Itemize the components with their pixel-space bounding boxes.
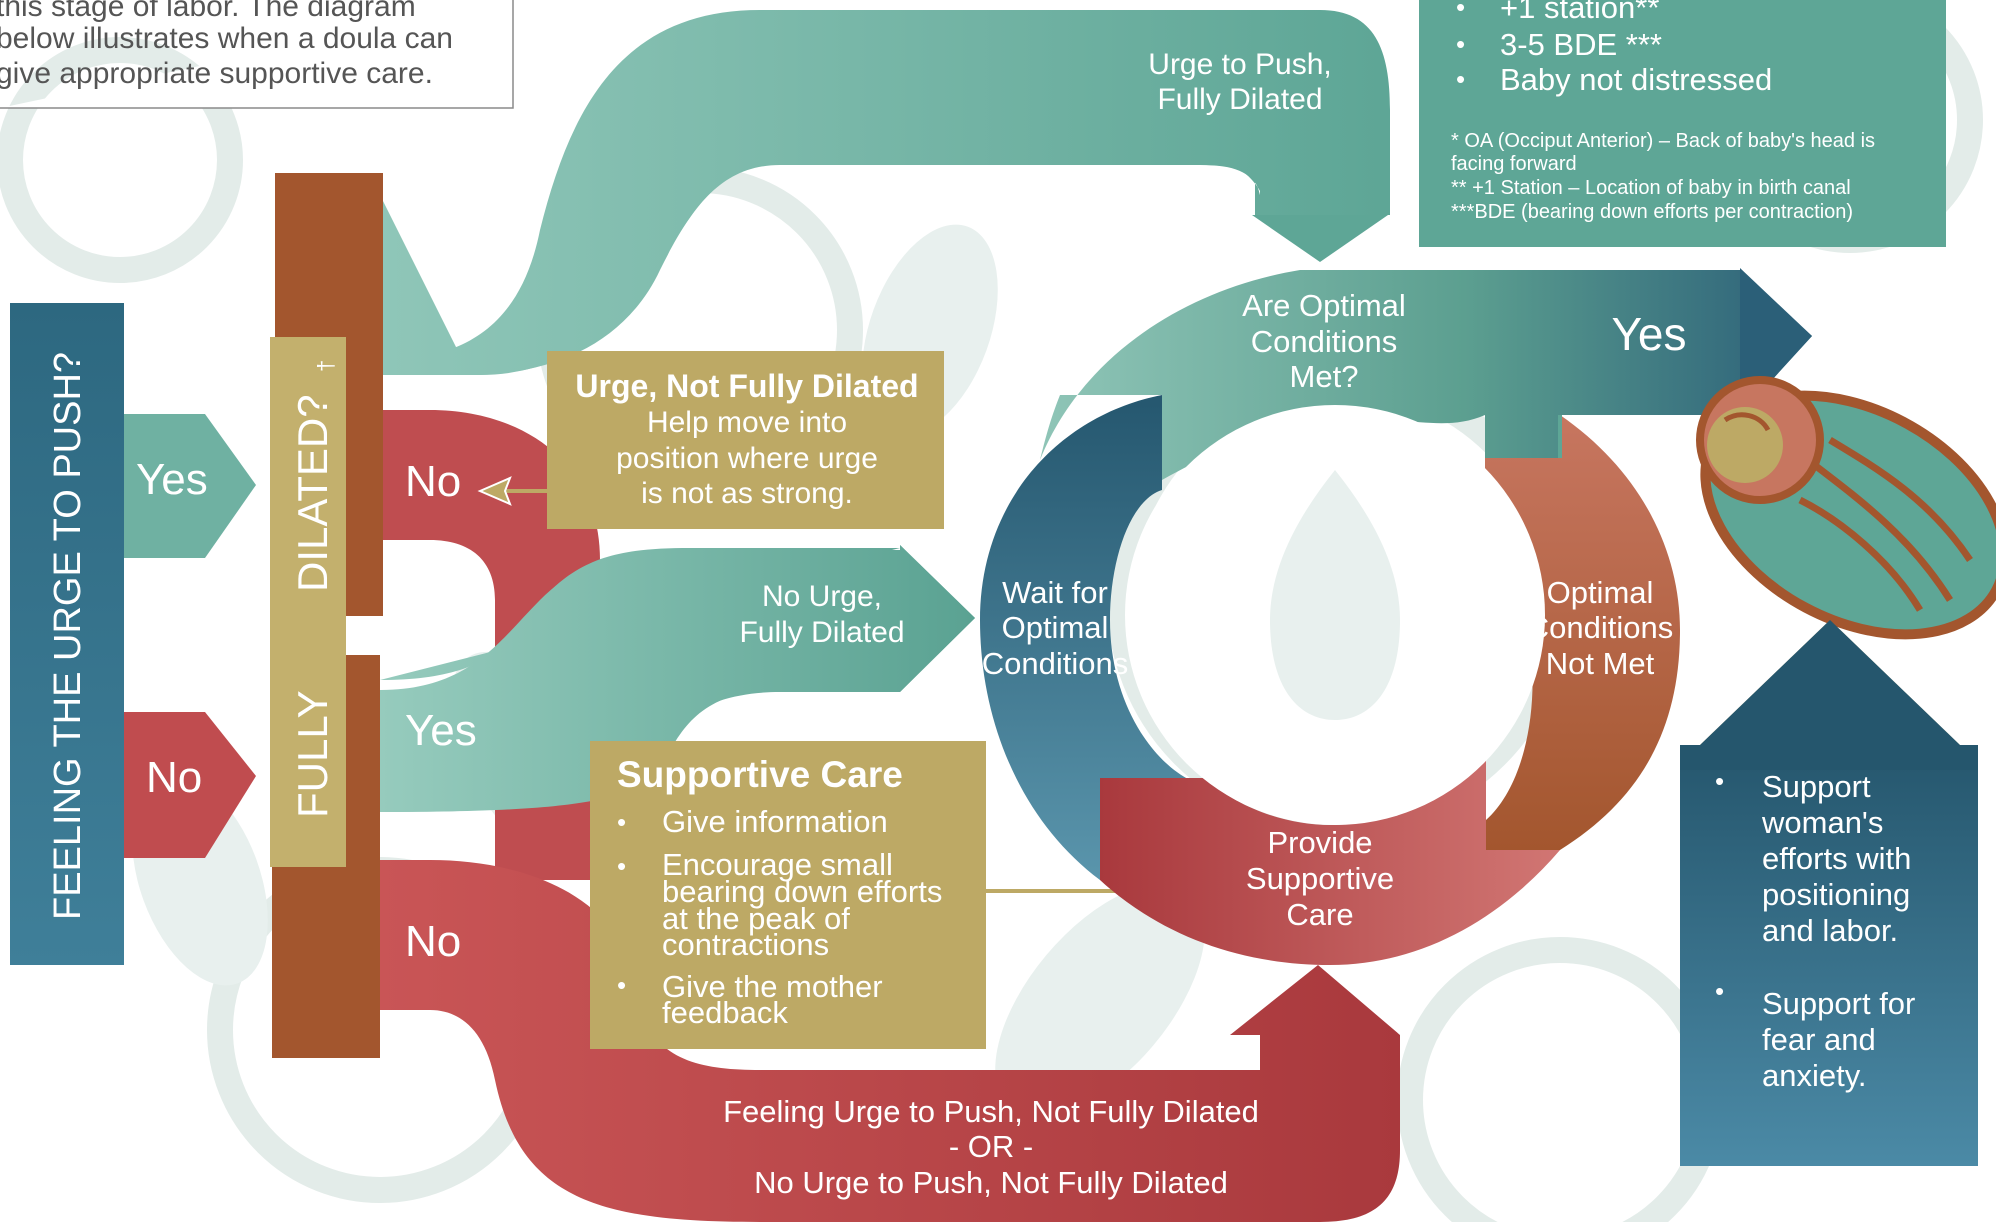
intro-line-3: give appropriate supportive care. [0,57,433,90]
conditions-note-1-line-2: facing forward [1451,153,1577,175]
cycle-question-line-3: Met? [1290,359,1359,394]
urge-not-dilated-line-2: position where urge [616,442,878,475]
urge-no-label: No [146,753,202,802]
cycle-provide-line-2: Supportive [1246,861,1394,896]
branch-no-top: No [405,457,461,506]
branch-yes-bottom: Yes [405,706,477,755]
urge-not-dilated-line-1: Help move into [647,406,847,439]
support-2-line-1: Support for [1762,986,1915,1021]
baby-line-2: Almost [1833,324,1928,359]
flow-top-band [380,10,1385,375]
bottom-banner-line-2: - OR - [949,1129,1033,1164]
cycle-yes-label: Yes [1611,308,1686,360]
cycle-question-line-1: Are Optimal [1242,288,1406,323]
support-box: • Support woman's efforts with positioni… [1680,620,1978,1166]
dilated-word-dilated: DILATED? [289,394,336,592]
branch-yes-top: Yes [423,257,495,306]
urge-not-dilated-title: Urge, Not Fully Dilated [575,368,918,404]
svg-text:•: • [1456,64,1465,94]
dilated-question-bar [270,337,346,867]
flow-teal-mid-band [380,545,975,812]
cycle-ring [980,270,1812,965]
bottom-banner-line-1: Feeling Urge to Push, Not Fully Dilated [723,1094,1259,1129]
support-2-line-2: fear and [1762,1022,1876,1057]
cycle-provide-line-3: Care [1286,897,1353,932]
flow-no-bottom [380,860,1400,1222]
support-1-line-2: woman's [1761,805,1883,840]
urge-not-dilated-box: Urge, Not Fully Dilated Help move into p… [547,351,944,529]
baby-icon [1696,376,1996,640]
baby-line-3: Here! [1842,360,1918,395]
conditions-note-3: ***BDE (bearing down efforts per contrac… [1451,201,1853,223]
urge-question-bar [10,303,124,965]
supportive-item-2-line-2: bearing down efforts [662,874,942,909]
svg-text:•: • [617,970,626,1000]
arrow-to-no [477,476,547,506]
urge-fully-dilated-line-2: Fully Dilated [1157,83,1322,116]
urge-yes-arrow [124,414,256,558]
svg-text:•: • [1715,976,1724,1006]
conditions-note-2: ** +1 Station – Location of baby in birt… [1451,177,1851,199]
branch-no-bottom: No [405,917,461,966]
urge-yes-label: Yes [136,455,208,504]
conditions-note-1-line-1: * OA (Occiput Anterior) – Back of baby's… [1451,130,1875,152]
conditions-box: • +1 station** • 3-5 BDE *** • Baby not … [1419,0,1946,247]
support-2-line-3: anxiety. [1762,1058,1867,1093]
intro-line-2: below illustrates when a doula can [0,22,453,55]
cycle-question-line-2: Conditions [1251,324,1397,359]
cycle-provide-line-1: Provide [1267,825,1372,860]
intro-line-1: this stage of labor. The diagram [0,0,416,23]
urge-question-text: FEELING THE URGE TO PUSH? [47,352,89,920]
arrow-into-cycle-top [1252,215,1388,262]
baby-line-1: Baby's [1834,289,1926,324]
intro-text-box: this stage of labor. The diagram below i… [0,0,514,109]
no-urge-line-1: No Urge, [762,580,882,613]
svg-text:•: • [1456,29,1465,59]
conditions-item-2: 3-5 BDE *** [1500,27,1662,62]
svg-text:•: • [617,807,626,837]
cycle-not-met-line-1: Optimal [1547,575,1654,610]
supportive-item-1: Give information [662,804,888,839]
svg-text:•: • [1456,0,1465,22]
support-1-line-3: efforts with [1762,841,1911,876]
svg-text:•: • [1715,766,1724,796]
dilated-word-fully: FULLY [289,690,336,818]
support-1-line-1: Support [1762,769,1871,804]
supportive-care-title: Supportive Care [617,754,903,795]
supportive-item-3-line-1: Give the mother [662,969,883,1004]
cycle-wait-line-2: Optimal [1002,610,1109,645]
support-1-line-4: positioning [1762,877,1910,912]
cycle-wait-line-1: Wait for [1002,575,1108,610]
conditions-item-3: Baby not distressed [1500,62,1772,97]
dilated-dagger: † [313,360,338,372]
cycle-wait-line-3: Conditions [982,646,1128,681]
supportive-item-2-line-1: Encourage small [662,847,893,882]
supportive-item-3-line-2: feedback [662,995,788,1030]
supportive-item-2-line-3: at the peak of [662,901,850,936]
supportive-care-box: Supportive Care • Give information • Enc… [590,741,986,1049]
bottom-banner-line-3: No Urge to Push, Not Fully Dilated [754,1165,1228,1200]
urge-fully-dilated-line-1: Urge to Push, [1148,48,1331,81]
urge-not-dilated-line-3: is not as strong. [641,477,853,510]
support-1-line-5: and labor. [1762,913,1898,948]
svg-text:•: • [617,851,626,881]
urge-no-arrow [124,712,256,858]
cycle-not-met-line-3: Not Met [1546,646,1655,681]
conditions-item-1: +1 station** [1500,0,1659,25]
no-urge-line-2: Fully Dilated [739,616,904,649]
supportive-item-2-line-4: contractions [662,927,829,962]
cycle-not-met-line-2: Conditions [1527,610,1673,645]
